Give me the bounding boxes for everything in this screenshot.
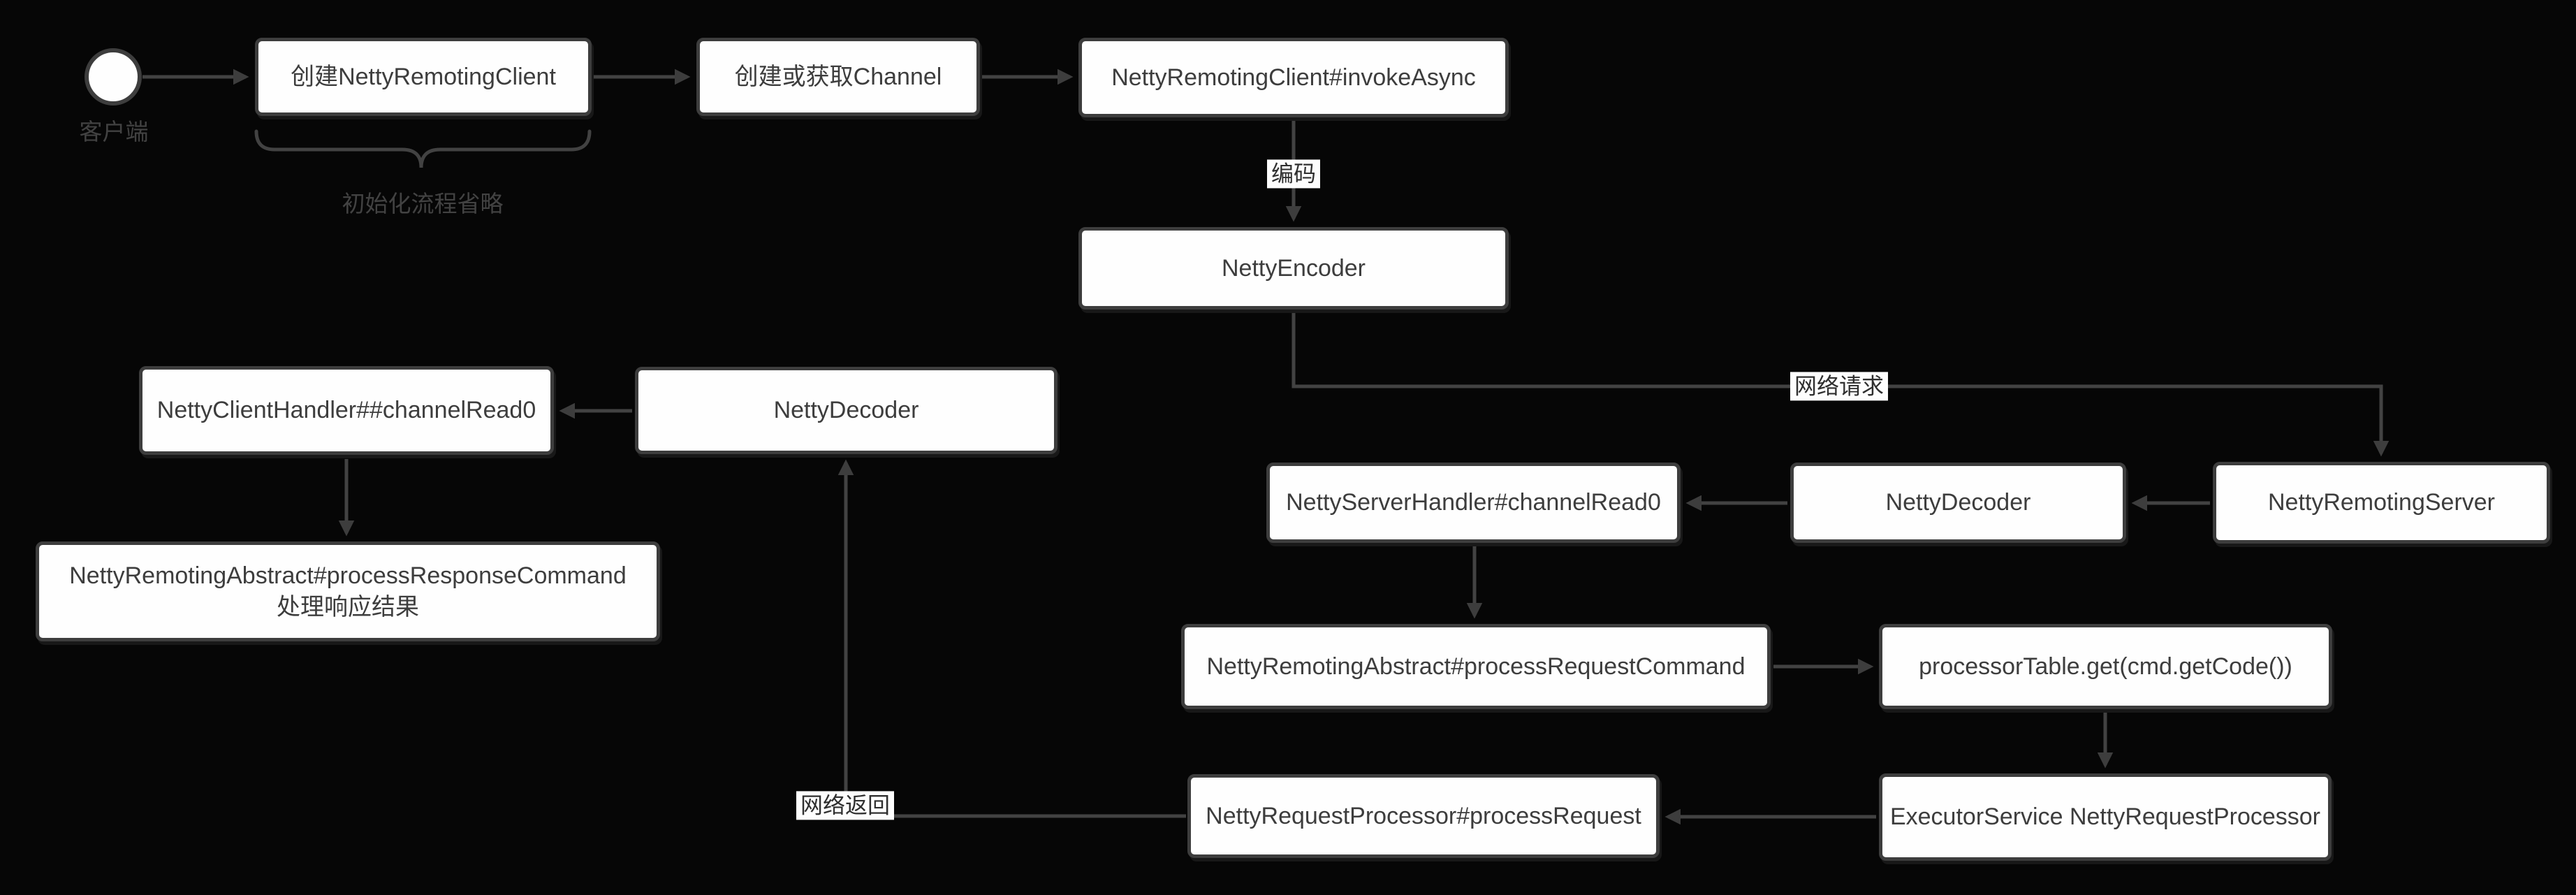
node-request-processor: NettyRequestProcessor#processRequest xyxy=(1187,774,1660,858)
node-invoke-async: NettyRemotingClient#invokeAsync xyxy=(1078,38,1509,117)
node-label: ExecutorService NettyRequestProcessor xyxy=(1889,803,2321,831)
node-executor: ExecutorService NettyRequestProcessor xyxy=(1879,773,2332,861)
node-server-decoder: NettyDecoder xyxy=(1790,463,2126,543)
node-sublabel: 处理响应结果 xyxy=(277,593,419,620)
node-create-client: 创建NettyRemotingClient xyxy=(255,38,592,116)
node-netty-encoder: NettyEncoder xyxy=(1078,227,1509,310)
node-process-request: NettyRemotingAbstract#processRequestComm… xyxy=(1181,624,1771,709)
node-client-decoder: NettyDecoder xyxy=(635,367,1058,454)
node-label: NettyRemotingAbstract#processRequestComm… xyxy=(1206,653,1746,680)
node-client-handler: NettyClientHandler##channelRead0 xyxy=(139,366,554,455)
node-label: NettyRequestProcessor#processRequest xyxy=(1206,802,1641,829)
node-process-response: NettyRemotingAbstract#processResponseCom… xyxy=(36,541,660,641)
node-label: NettyServerHandler#channelRead0 xyxy=(1286,489,1661,516)
node-label: NettyEncoder xyxy=(1222,254,1366,282)
node-label: processorTable.get(cmd.getCode()) xyxy=(1919,653,2292,680)
node-remoting-server: NettyRemotingServer xyxy=(2213,462,2550,544)
node-label: NettyRemotingServer xyxy=(2267,489,2495,516)
node-server-handler: NettyServerHandler#channelRead0 xyxy=(1266,463,1681,543)
node-label: 创建或获取Channel xyxy=(734,63,942,90)
node-label: 创建NettyRemotingClient xyxy=(291,63,556,90)
edge-label-network-return: 网络返回 xyxy=(796,791,895,820)
node-label: NettyDecoder xyxy=(1885,489,2031,516)
edge-processor-to-clientdecoder xyxy=(837,459,1186,818)
node-label: NettyDecoder xyxy=(773,397,919,424)
node-label: NettyRemotingClient#invokeAsync xyxy=(1111,64,1476,91)
node-label: NettyRemotingAbstract#processResponseCom… xyxy=(69,562,627,590)
init-omitted-note: 初始化流程省略 xyxy=(342,191,504,217)
node-label: NettyClientHandler##channelRead0 xyxy=(156,397,536,424)
client-start-label: 客户端 xyxy=(79,119,149,145)
edge-label-encode: 编码 xyxy=(1266,159,1321,189)
node-get-channel: 创建或获取Channel xyxy=(696,38,980,116)
client-start-node xyxy=(85,48,142,105)
init-omitted-brace xyxy=(254,129,592,168)
node-processor-table: processorTable.get(cmd.getCode()) xyxy=(1879,624,2332,709)
edge-label-network-request: 网络请求 xyxy=(1790,372,1889,401)
